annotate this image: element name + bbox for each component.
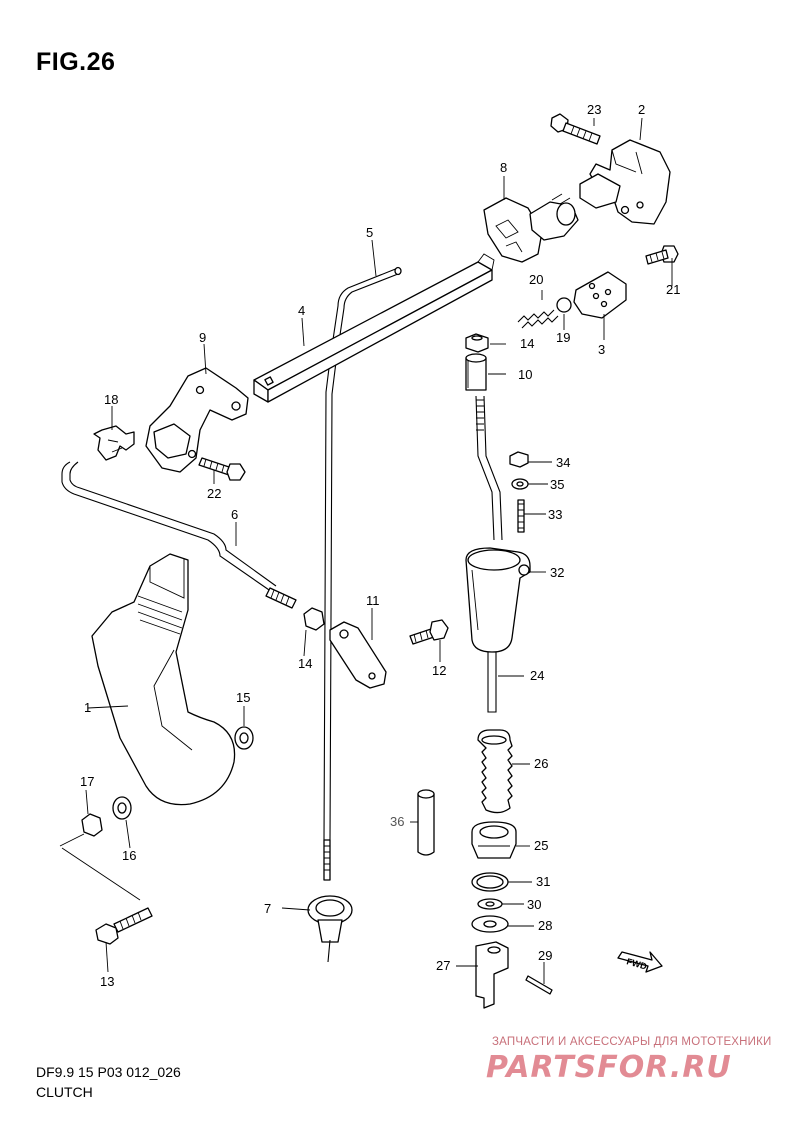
part-16-washer (112, 796, 132, 820)
callout-12: 12 (432, 663, 446, 678)
callout-26: 26 (534, 756, 548, 771)
callout-14-upper: 14 (520, 336, 534, 351)
callout-31: 31 (536, 874, 550, 889)
callout-23: 23 (587, 102, 601, 117)
callout-7: 7 (264, 901, 271, 916)
part-35-washer (511, 478, 529, 490)
figure-caption: CLUTCH (36, 1084, 93, 1100)
callout-28: 28 (538, 918, 552, 933)
part-9-bracket (145, 367, 249, 473)
callout-5: 5 (366, 225, 373, 240)
callout-30: 30 (527, 897, 541, 912)
part-14-nut-upper (465, 333, 489, 353)
callout-25: 25 (534, 838, 548, 853)
callout-36: 36 (390, 814, 404, 829)
part-25-holder (471, 821, 517, 859)
part-31-o-ring (471, 872, 509, 892)
part-6-rod (61, 461, 297, 609)
part-18-clip (93, 425, 135, 461)
callout-17: 17 (80, 774, 94, 789)
part-13-bolt (95, 907, 153, 945)
part-1-lever (91, 553, 236, 806)
callout-14-lower: 14 (298, 656, 312, 671)
callout-35: 35 (550, 477, 564, 492)
watermark-logo: PARTSFOR.RU (486, 1050, 732, 1085)
fwd-arrow-icon: FWD (617, 951, 663, 973)
callout-1: 1 (84, 700, 91, 715)
part-14-nut-lower (303, 607, 325, 631)
part-7-grommet (307, 895, 353, 963)
part-21-bolt (645, 245, 679, 265)
part-36-pin (417, 789, 435, 856)
callout-19: 19 (556, 330, 570, 345)
part-8-coupler (483, 193, 579, 263)
callout-10: 10 (518, 367, 532, 382)
callout-8: 8 (500, 160, 507, 175)
callout-27: 27 (436, 958, 450, 973)
part-20-spring (517, 309, 559, 329)
callout-29: 29 (538, 948, 552, 963)
part-15-washer (234, 726, 254, 750)
callout-18: 18 (104, 392, 118, 407)
callout-24: 24 (530, 668, 544, 683)
part-10-sleeve (465, 353, 487, 391)
dashed-leader-13-16 (59, 833, 141, 901)
part-4-shaft (253, 253, 495, 403)
callout-6: 6 (231, 507, 238, 522)
part-33-stud (517, 499, 525, 533)
part-19-ball (556, 297, 572, 313)
part-32-shift-cam (465, 547, 531, 653)
callout-3: 3 (598, 342, 605, 357)
part-23-bolt (550, 113, 601, 145)
part-17-nut (81, 813, 103, 837)
part-28-washer (471, 915, 509, 933)
callout-34: 34 (556, 455, 570, 470)
callout-22: 22 (207, 486, 221, 501)
callout-4: 4 (298, 303, 305, 318)
callout-13: 13 (100, 974, 114, 989)
part-34-nut (509, 451, 529, 468)
callout-labels: 23 2 8 5 4 20 21 19 3 14 10 9 18 22 6 1 … (80, 102, 680, 989)
callout-11: 11 (366, 593, 380, 608)
part-29-pin (525, 975, 553, 995)
callout-21: 21 (666, 282, 680, 297)
figure-title: FIG.26 (36, 48, 116, 76)
figure-code: DF9.9 15 P03 012_026 (36, 1064, 181, 1080)
callout-9: 9 (199, 330, 206, 345)
part-30-washer (477, 898, 503, 910)
watermark-tagline: ЗАПЧАСТИ И АКСЕССУАРЫ ДЛЯ МОТОТЕХНИКИ (492, 1036, 772, 1048)
part-3-plate (573, 271, 627, 319)
callout-32: 32 (550, 565, 564, 580)
part-11-lever-arm (329, 621, 387, 689)
part-24-shift-rod (475, 395, 503, 713)
leader-lines (85, 117, 673, 984)
callout-33: 33 (548, 507, 562, 522)
part-22-bolt (198, 457, 246, 481)
callout-16: 16 (122, 848, 136, 863)
part-27-bracket (475, 941, 509, 1009)
callout-15: 15 (236, 690, 250, 705)
part-12-bolt (409, 619, 449, 645)
part-26-boot (477, 729, 513, 814)
part-2-bracket (579, 139, 671, 225)
callout-2: 2 (638, 102, 645, 117)
callout-20: 20 (529, 272, 543, 287)
